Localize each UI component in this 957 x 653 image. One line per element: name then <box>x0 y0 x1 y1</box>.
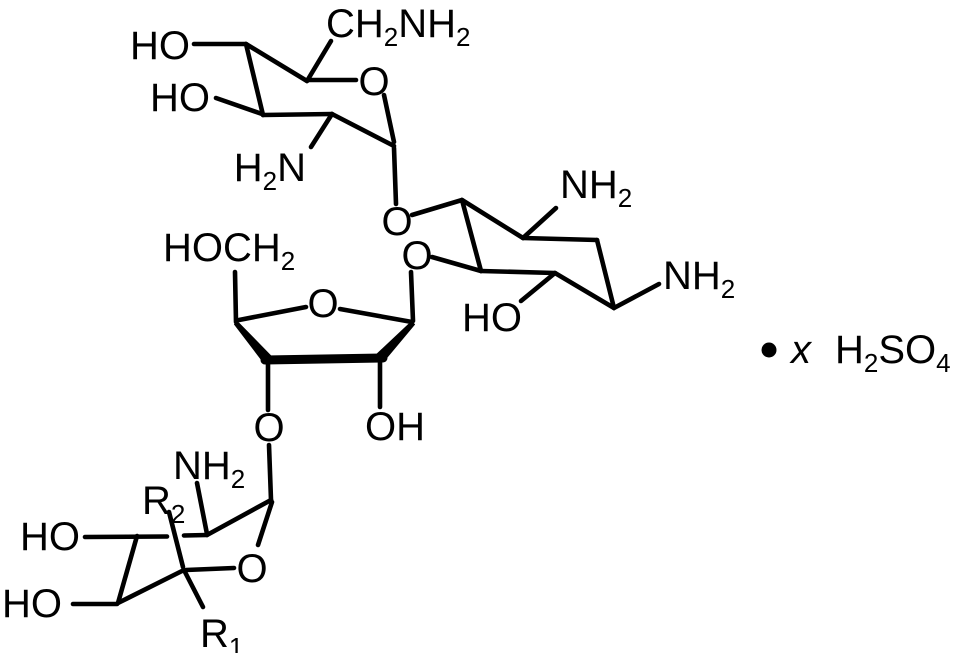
bond-c3-c4-ring4 <box>115 533 140 606</box>
bond-c1-nh2-ring2 <box>611 281 662 311</box>
label-o-glycosidic-2: O <box>401 234 432 278</box>
label-o-ring1: O <box>358 60 389 104</box>
bond-c5-ch2nh2-ring1 <box>304 38 334 84</box>
wedge-c1-c2-ribose-wedge <box>375 321 415 362</box>
bond-o3-c1-ring4 <box>266 442 274 503</box>
bond-c5-o2-ring2 <box>429 254 484 274</box>
bond-hoch2-c4-ribose <box>232 269 239 325</box>
label-ho-ring4-top: HO <box>20 515 80 559</box>
bond-c5-oring-ring4 <box>183 565 237 573</box>
label-o-ring4: O <box>236 547 267 591</box>
label-salt-formula: H2SO4 <box>835 328 951 378</box>
bond-c1-c6-ring2 <box>552 270 617 311</box>
bond-c4-c5-ring2 <box>459 197 484 274</box>
wedge-c4-c3-ribose-wedge <box>234 321 273 364</box>
bond-r2-c5-ring4 <box>166 509 186 570</box>
label-o-ribose: O <box>307 282 338 326</box>
bond-h2n-c2-ring1 <box>308 111 335 150</box>
label-ho-ring4-bottom: HO <box>2 582 62 626</box>
bond-oring-c1-ring1 <box>381 92 397 145</box>
label-r2-ring4: R2 <box>142 479 185 529</box>
bond-c4-oring-ribose <box>236 304 309 323</box>
salt-bullet-dot <box>761 342 777 358</box>
label-oh-ribose: OH <box>365 405 425 449</box>
bond-c4-c3-ring1 <box>243 41 266 118</box>
bond-c5-r1-ring4 <box>182 569 206 610</box>
bond-c3-nh2-ring2 <box>520 205 559 241</box>
label-ho-ring2: HO <box>462 296 522 340</box>
bond-c6-c5-ring2 <box>478 268 558 276</box>
bond-c3-c2-ribose-bar <box>260 353 388 365</box>
bond-c4-c5-ring4 <box>115 567 187 606</box>
label-nh2-ring2-right: NH2 <box>663 254 735 304</box>
label-nh2-ring2-top: NH2 <box>560 163 632 213</box>
bond-c2-c1-ring2 <box>594 237 617 311</box>
bond-c3-c2-ring1 <box>260 111 335 118</box>
label-o-glycosidic-3: O <box>253 406 284 450</box>
bond-oring-c1-ring4 <box>255 499 275 548</box>
label-nh2-ring4: NH2 <box>173 444 245 494</box>
bond-c4-c5-ring1 <box>243 41 310 84</box>
label-ch2nh2-ring1: CH2NH2 <box>326 2 471 52</box>
bond-ho-c3-ring1 <box>213 95 265 117</box>
bond-c2-c3-ring4 <box>181 532 210 538</box>
bond-c4-c3-ring2 <box>459 197 526 241</box>
bond-c3-ho-ring4 <box>82 534 170 540</box>
bond-c1-c2-ring4 <box>204 497 274 538</box>
bond-c1-o1-link <box>391 145 399 207</box>
bond-o2-c1-ribose <box>408 269 416 324</box>
label-o-glycosidic-1: O <box>381 200 412 244</box>
label-r1-ring4: R1 <box>200 612 243 653</box>
bond-c2-c1-ring1 <box>329 111 397 149</box>
label-hoch2-ribose: HOCH2 <box>163 226 295 276</box>
label-salt-multiplier: x <box>789 328 813 372</box>
bond-c6-ho-ring2 <box>518 270 558 304</box>
label-h2n-ring1: H2N <box>234 146 306 196</box>
bond-oring-c1-ribose <box>337 306 415 325</box>
bond-o1-c4-ring2 <box>409 197 465 218</box>
label-ho-ring1-top: HO <box>130 24 190 68</box>
bond-nh2-c2-ring4 <box>194 480 210 537</box>
bond-c3-c2-ring2 <box>520 235 600 243</box>
label-ho-ring1-mid: HO <box>150 76 210 120</box>
